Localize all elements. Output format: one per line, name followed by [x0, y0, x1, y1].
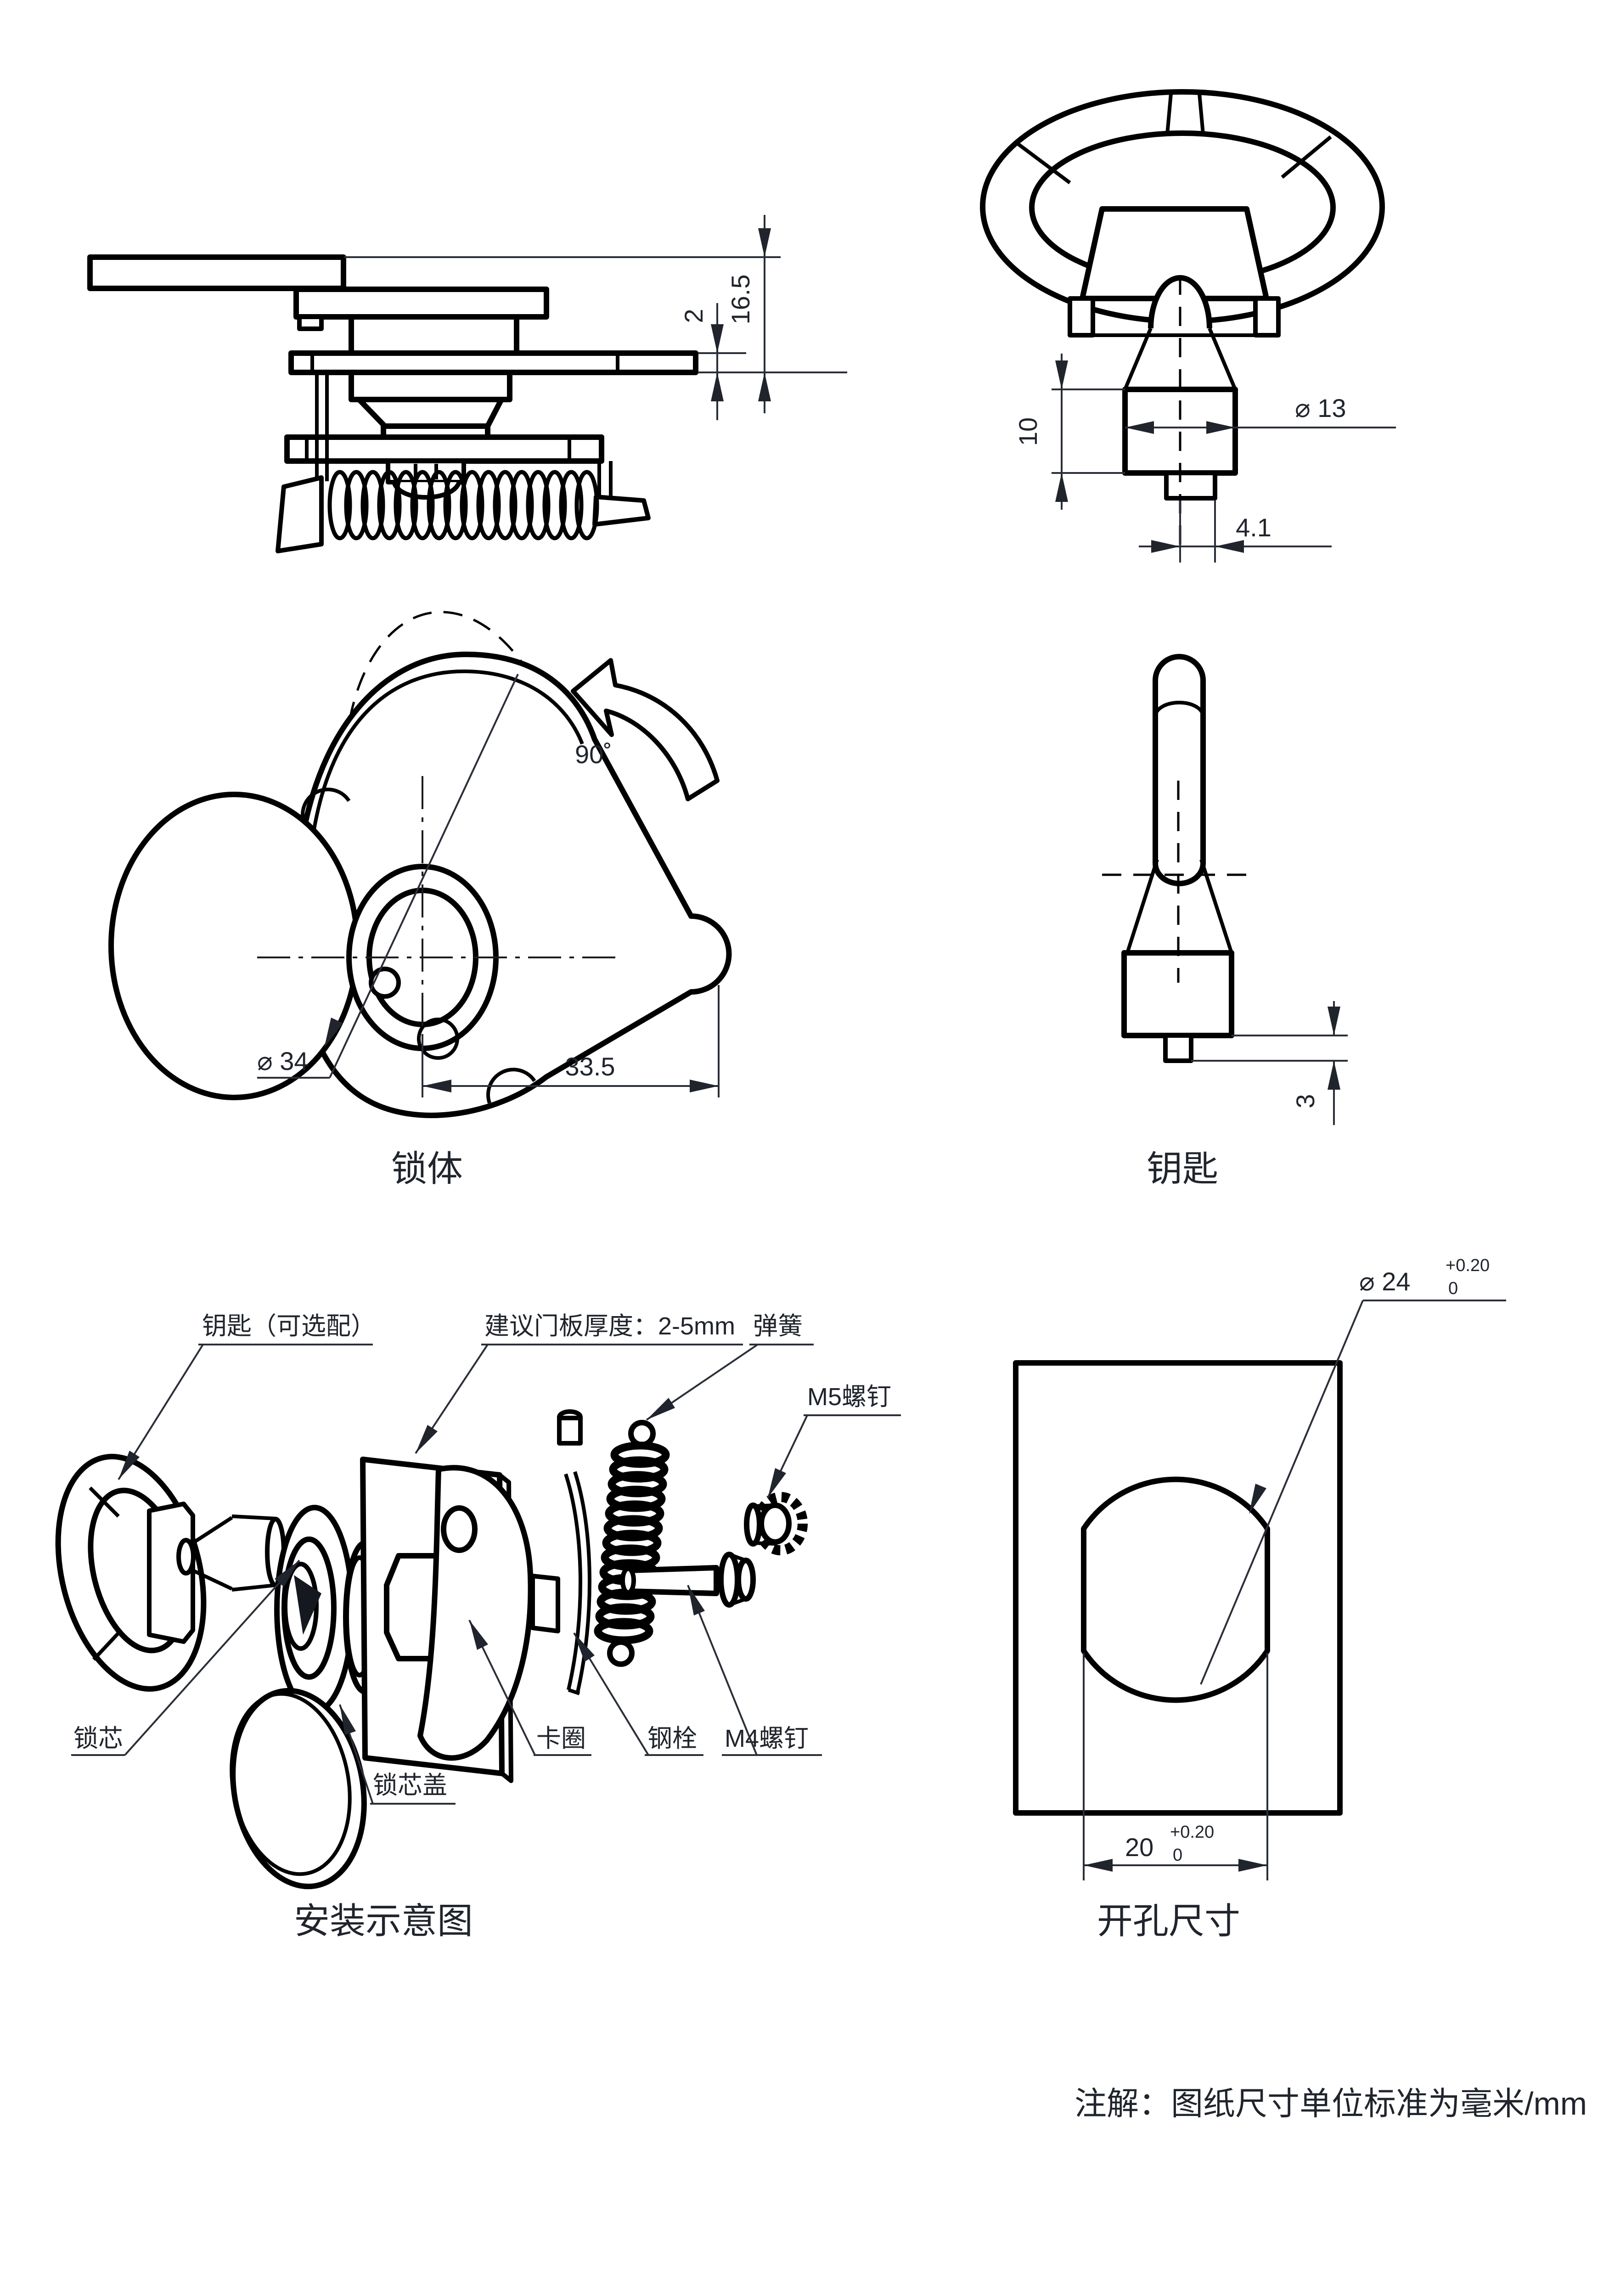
- key-tip-tab: [1164, 471, 1217, 501]
- spring-left-bracket: [276, 475, 324, 553]
- caption-hole-size: 开孔尺寸: [1097, 1901, 1240, 1941]
- exploded-spring: [594, 1420, 670, 1667]
- dim-key-tip-length: 3: [1291, 1094, 1320, 1108]
- exploded-cylinder-cover: [230, 1688, 367, 1890]
- dim-width-tol-lower: 0: [1173, 1846, 1182, 1865]
- lock-front-view: 90˚ ⌀ 34 33.5: [108, 611, 732, 1118]
- key-handle: [1153, 654, 1206, 886]
- return-spring: [327, 470, 599, 540]
- pad-diameter-callout: ⌀ 34: [257, 674, 519, 1079]
- exploded-view: 钥匙（可选配） 建议门板厚度：2-5mm 弹簧 M5螺钉 锁芯 锁芯盖: [55, 1312, 901, 1890]
- rotation-arrow: [571, 658, 720, 801]
- caption-lock-body: 锁体: [391, 1148, 463, 1189]
- body-length-dimension: 33.5: [422, 985, 720, 1097]
- dim-width-tol-upper: +0.20: [1170, 1823, 1214, 1842]
- dim-key-tip-offset: 4.1: [1236, 513, 1271, 542]
- key-front-view: ⌀ 13 10 4.1: [980, 89, 1396, 563]
- exploded-m5-nut: [744, 1492, 808, 1555]
- key-side-view: 3: [1102, 654, 1348, 1125]
- double-d-hole: [1081, 1476, 1270, 1703]
- label-door-panel-note: 建议门板厚度：2-5mm: [484, 1312, 735, 1340]
- dim-hole-tol-lower: 0: [1448, 1279, 1458, 1298]
- label-key-optional: 钥匙（可选配）: [202, 1312, 376, 1340]
- label-m4-screw: M4螺钉: [725, 1725, 809, 1752]
- drawing-note: 注解：图纸尺寸单位标准为毫米/mm: [1075, 2086, 1587, 2122]
- key-tip-side: [1163, 1033, 1193, 1063]
- dim-key-diameter: ⌀ 13: [1295, 394, 1346, 422]
- key-shank-side: [1121, 950, 1234, 1038]
- dim-key-shank-height: 10: [1013, 417, 1042, 446]
- label-cylinder-cover: 锁芯盖: [373, 1772, 447, 1799]
- dim-panel-thickness: 2: [679, 309, 708, 323]
- flange-clip: [297, 315, 324, 331]
- key-pin-hole: [369, 967, 401, 999]
- exploded-lock-cylinder: [274, 1505, 355, 1714]
- label-snap-ring: 卡圈: [536, 1725, 586, 1752]
- lock-neck: [349, 314, 519, 356]
- dim-hole-diameter: ⌀ 24: [1359, 1267, 1411, 1296]
- hole-cutout-view: ⌀ 24 +0.20 0 20 +0.20 0: [1013, 1256, 1506, 1880]
- dim-rotation-angle: 90˚: [575, 740, 612, 769]
- cam-pad: [108, 792, 360, 1100]
- exploded-cam-plate: [417, 1409, 591, 1761]
- head-flange: [293, 287, 549, 320]
- label-steel-pin: 钢栓: [647, 1725, 697, 1752]
- dim-total-height: 16.5: [726, 275, 755, 325]
- key-hinge-left: [1068, 296, 1095, 338]
- key-side-dimension: 3: [1191, 1001, 1348, 1125]
- hole-diameter-callout: ⌀ 24 +0.20 0: [1200, 1256, 1506, 1685]
- label-m5-screw: M5螺钉: [807, 1383, 891, 1411]
- caption-key: 钥匙: [1147, 1148, 1218, 1189]
- key-front-dimensions: ⌀ 13 10 4.1: [1013, 354, 1396, 563]
- cam-lever-plate: [87, 254, 346, 291]
- exploded-m4-bolt: [620, 1552, 756, 1608]
- exploded-labels: 钥匙（可选配） 建议门板厚度：2-5mm 弹簧 M5螺钉 锁芯 锁芯盖: [71, 1312, 901, 1805]
- body-taper: [356, 397, 504, 429]
- dim-pad-diameter: ⌀ 34: [257, 1047, 309, 1075]
- spring-right-bracket: [592, 495, 651, 527]
- side-view-dimensions: 2 16.5: [344, 215, 847, 420]
- hole-width-dimension: 20 +0.20 0: [1083, 1653, 1268, 1880]
- exploded-key: [55, 1454, 286, 1692]
- caption-installation: 安装示意图: [294, 1901, 473, 1941]
- lock-side-view: 2 16.5: [87, 215, 847, 553]
- dim-hole-tol-upper: +0.20: [1446, 1256, 1490, 1275]
- mounting-plate: [284, 434, 604, 464]
- key-hinge-right: [1253, 296, 1281, 338]
- label-spring: 弹簧: [753, 1312, 803, 1340]
- door-panel-section: [288, 350, 698, 375]
- label-lock-cylinder: 锁芯: [73, 1725, 123, 1752]
- dim-body-length: 33.5: [565, 1052, 615, 1081]
- lock-body-barrel: [349, 370, 512, 402]
- dim-hole-width: 20: [1125, 1833, 1153, 1862]
